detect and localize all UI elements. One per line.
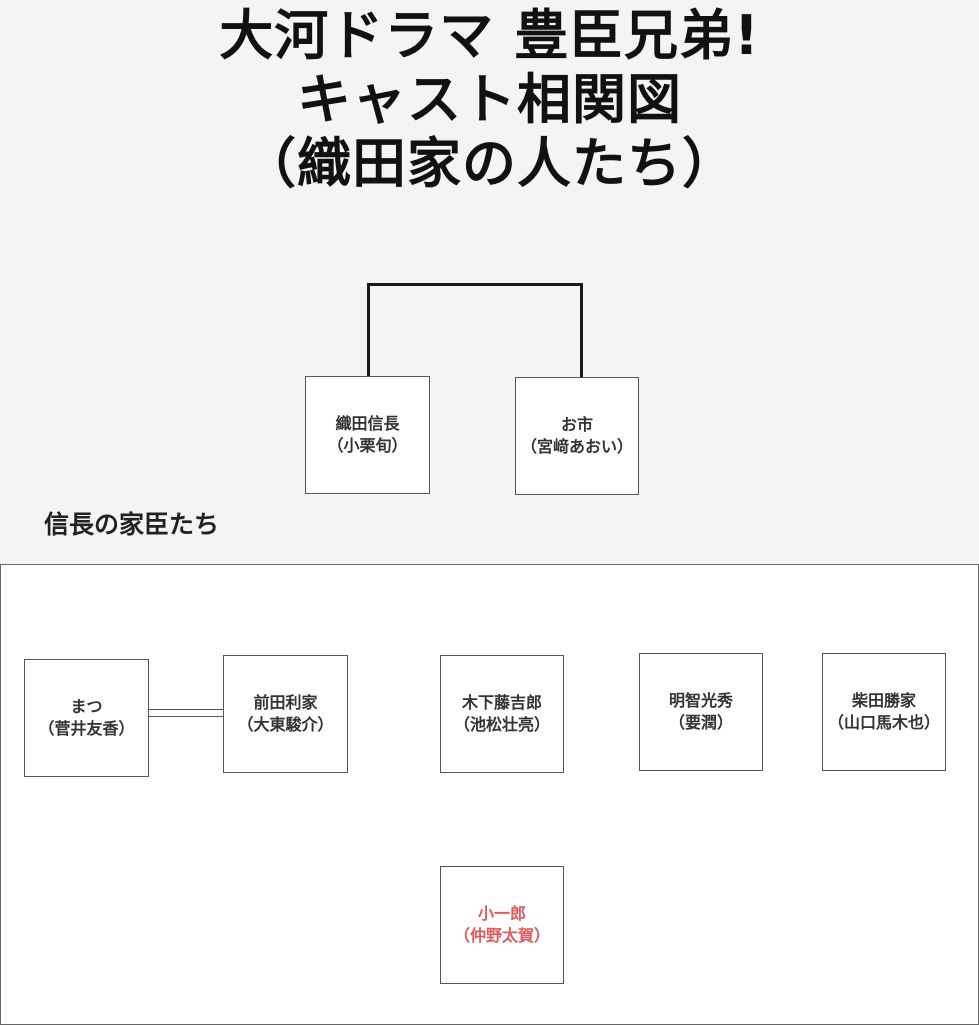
person-card-mitsuhide[interactable]: 明智光秀 （要潤） xyxy=(639,653,763,771)
role-name: 前田利家 xyxy=(253,693,318,712)
title-line-3: （織田家の人たち） xyxy=(242,132,737,195)
person-card-katsuie[interactable]: 柴田勝家 （山口馬木也） xyxy=(822,653,946,771)
role-name: 明智光秀 xyxy=(668,691,733,710)
person-card-tokichiro[interactable]: 木下藤吉郎 （池松壮亮） xyxy=(440,655,564,773)
page-title: 大河ドラマ 豊臣兄弟! キャスト相関図 （織田家の人たち） xyxy=(0,4,979,196)
actor-name: （池松壮亮） xyxy=(453,715,550,734)
vassals-panel xyxy=(0,564,979,1025)
vassals-heading: 信長の家臣たち xyxy=(44,510,220,539)
actor-name: （宮﨑あおい） xyxy=(520,437,633,456)
actor-name: （小栗旬） xyxy=(327,436,408,455)
sibling-connector-left xyxy=(367,283,370,377)
role-name: 小一郎 xyxy=(477,904,526,923)
person-card-oichi[interactable]: お市 （宮﨑あおい） xyxy=(515,377,639,495)
actor-name: （大東駿介） xyxy=(237,715,334,734)
role-name: 織田信長 xyxy=(335,414,400,433)
marriage-line-top xyxy=(148,709,224,710)
role-name: お市 xyxy=(560,415,593,434)
role-name: 柴田勝家 xyxy=(851,691,916,710)
sibling-connector-top xyxy=(367,283,583,286)
role-name: 木下藤吉郎 xyxy=(461,693,542,712)
title-line-1: 大河ドラマ 豊臣兄弟! xyxy=(219,4,760,67)
person-card-koichiro[interactable]: 小一郎 （仲野太賀） xyxy=(440,866,564,984)
actor-name: （山口馬木也） xyxy=(827,713,940,732)
actor-name: （仲野太賀） xyxy=(453,926,550,945)
person-card-matsu[interactable]: まつ （菅井友香） xyxy=(24,659,149,777)
role-name: まつ xyxy=(70,697,103,716)
person-card-nobunaga[interactable]: 織田信長 （小栗旬） xyxy=(305,376,430,494)
actor-name: （菅井友香） xyxy=(38,719,135,738)
sibling-connector-right xyxy=(580,283,583,377)
person-card-toshiie[interactable]: 前田利家 （大東駿介） xyxy=(223,655,348,773)
actor-name: （要潤） xyxy=(668,713,733,732)
title-line-2: キャスト相関図 xyxy=(297,68,682,131)
marriage-line-bottom xyxy=(148,716,224,717)
